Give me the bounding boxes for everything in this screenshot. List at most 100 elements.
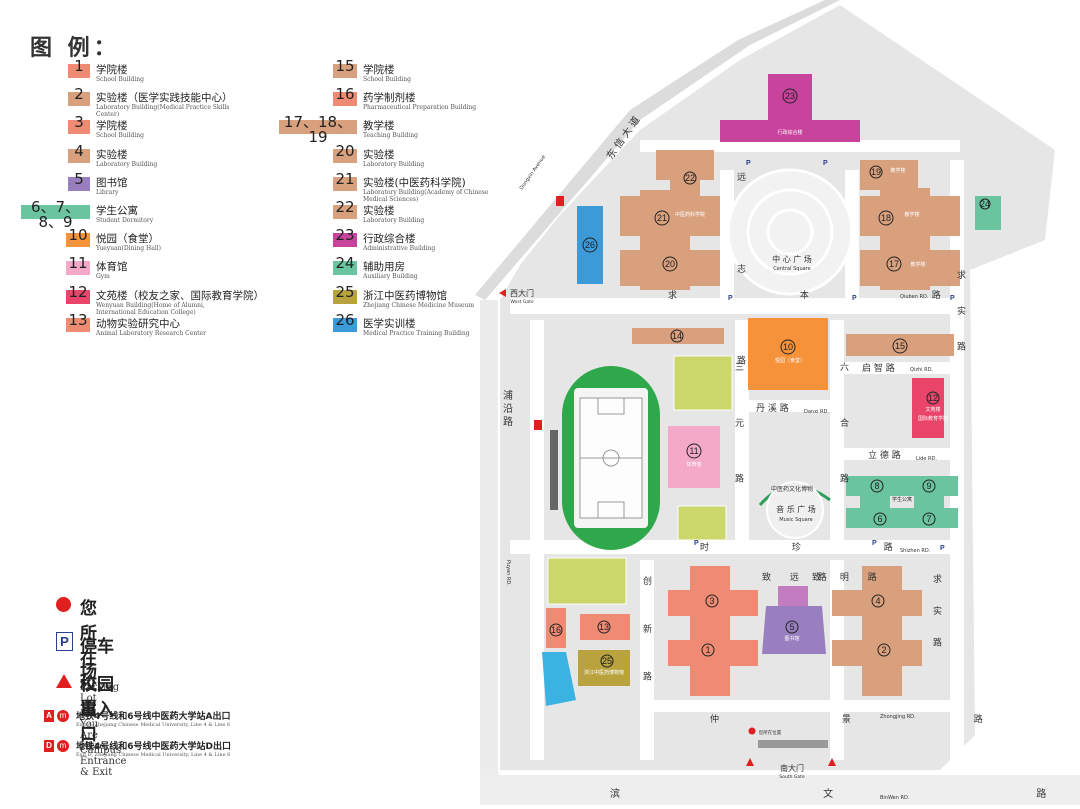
legend-swatch: 24: [333, 256, 357, 276]
legend-label-en: Laboratory Building: [96, 160, 158, 168]
legend-label-en: Laboratory Building: [363, 160, 425, 168]
legend-number: 11: [68, 254, 88, 273]
building-14: [632, 328, 724, 344]
you-are-here-map-label: 您所在位置: [759, 729, 782, 736]
legend-label-en: Teaching Building: [363, 132, 418, 140]
internal-roads: [510, 140, 964, 760]
legend-item: 12 文苑楼（校友之家、国际教育学院）Wenyuan Building(Home …: [0, 284, 264, 316]
legend-number: 22: [335, 198, 355, 216]
legend-swatch: 15: [333, 59, 357, 78]
road-qiushi-east: 求 实 路: [955, 269, 966, 363]
metro-a-zh: 地铁4号线和6号线中医药大学站A出口: [76, 712, 231, 722]
legend-label-en: Medical Practice Training Building: [363, 329, 470, 337]
parking-icon: P: [56, 632, 73, 651]
road-zhiming: 致 明 路: [812, 571, 885, 583]
svg-text:17: 17: [889, 259, 899, 269]
road-lide-en: Lide RD.: [916, 456, 937, 462]
svg-text:21: 21: [657, 213, 667, 223]
legend-swatch: 16: [333, 87, 357, 107]
legend-label-zh: 实验楼: [363, 148, 395, 161]
building-11: [668, 426, 720, 488]
legend-label-en: Auxiliary Building: [363, 273, 418, 281]
svg-text:3: 3: [709, 596, 714, 606]
svg-text:14: 14: [672, 331, 682, 341]
legend-swatch: 25: [333, 284, 357, 304]
legend-label-zh: 动物实验研究中心: [96, 317, 180, 330]
building-23: [768, 74, 812, 124]
central-square-en: Central Square: [773, 266, 810, 272]
road-lide: 立 德 路: [868, 449, 901, 461]
metro-logo-icon: m: [57, 740, 69, 752]
road-sanyuan: 三 元 路: [733, 362, 744, 505]
music-square: [758, 481, 831, 539]
central-square: [726, 168, 854, 296]
label-b5: 图书馆: [784, 635, 799, 642]
legend-swatch: 3: [68, 115, 90, 135]
svg-text:24: 24: [980, 199, 990, 209]
legend-label-zh: 实验楼: [363, 205, 395, 217]
svg-text:P: P: [746, 160, 751, 167]
svg-text:10: 10: [783, 342, 793, 352]
legend-swatch: 1: [68, 59, 90, 78]
label-b8: 学生公寓: [892, 496, 912, 503]
metro-d-marker: [534, 420, 542, 430]
legend-label-zh: 学生公寓: [96, 205, 138, 217]
legend-swatch: 11: [66, 256, 90, 276]
entrance-en: Campus Entrance & Exit: [80, 745, 127, 778]
road-qizhi-en: Qizhi RD.: [910, 367, 933, 373]
west-gate-en: West Gate: [510, 299, 534, 305]
label-b11: 体育馆: [686, 461, 701, 468]
legend-number: 25: [335, 282, 355, 301]
entrance-markers: [499, 196, 836, 766]
road-qiuben-en: Qiuben RD.: [900, 294, 929, 300]
legend-number: 6、7、8、9: [30, 198, 81, 231]
building-19: [860, 160, 918, 190]
binwen-road: [480, 775, 1080, 805]
legend-label-en: Animal Laboratory Research Center: [96, 329, 206, 337]
entrance-icon: [56, 674, 72, 688]
svg-text:12: 12: [928, 393, 938, 403]
legend-label-zh: 药学制剂楼: [363, 92, 416, 105]
metro-a-badge: A: [44, 710, 54, 722]
legend-label-zh: 实验楼（医学实践技能中心）: [96, 92, 233, 105]
legend-label-zh: 文苑楼（校友之家、国际教育学院）: [96, 289, 264, 302]
svg-text:2: 2: [881, 645, 886, 655]
legend-label-en: School Building: [96, 76, 144, 83]
legend-number: 4: [74, 141, 84, 160]
legend-label-zh: 实验楼(中医药科学院): [363, 176, 466, 189]
metro-d-en: Exit D, Zhejiang Chinese Medical Univers…: [76, 752, 231, 758]
label-b19: 教学楼: [890, 167, 905, 174]
label-b21: 中医药科学院: [675, 211, 705, 218]
road-puyan: 浦 沿 路: [501, 389, 513, 427]
legend-number: 20: [335, 141, 355, 160]
svg-text:P: P: [950, 295, 955, 302]
svg-text:P: P: [823, 160, 828, 167]
svg-text:4: 4: [875, 596, 880, 606]
label-b12: 文苑楼: [925, 406, 940, 413]
legend-label-zh: 浙江中医药博物馆: [363, 289, 447, 302]
legend-swatch: 12: [66, 284, 90, 304]
legend-swatch: 26: [333, 312, 357, 332]
road-zhongjing-en: Zhongjing RD.: [880, 714, 916, 720]
legend-number: 13: [68, 310, 88, 329]
parking-en: Parking Lot: [80, 682, 120, 704]
legend-label-zh: 辅助用房: [363, 261, 405, 274]
music-square-label: 音 乐 广 场: [776, 504, 816, 514]
entrance-zh: 校园出入口: [80, 675, 114, 745]
legend-label-en: Administrative Building: [363, 245, 436, 253]
you-are-here-dot: [748, 727, 756, 735]
road-danxi: 丹 溪 路: [756, 402, 789, 414]
south-gate-arrow-left: [746, 758, 754, 766]
legend-label-zh: 医学实训楼: [363, 317, 416, 330]
legend-label-en: Wenyuan Building(Home of Alumni, Interna…: [96, 301, 205, 316]
svg-text:9: 9: [926, 481, 931, 491]
building-26: [577, 206, 603, 284]
